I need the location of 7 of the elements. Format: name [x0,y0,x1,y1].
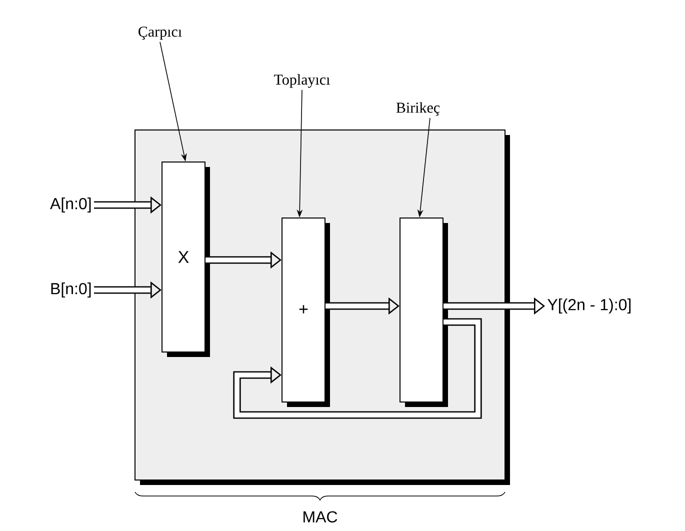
callout-label: Birikeç [396,102,440,116]
input-label: B[n:0] [51,282,91,298]
output-label: Y[(2n - 1):0] [548,298,631,314]
box-caption: MAC [304,511,338,523]
input-label: A[n:0] [50,198,91,212]
callout-label: Toplayıcı [274,74,330,88]
callout-label: Çarpıcı [138,26,182,40]
